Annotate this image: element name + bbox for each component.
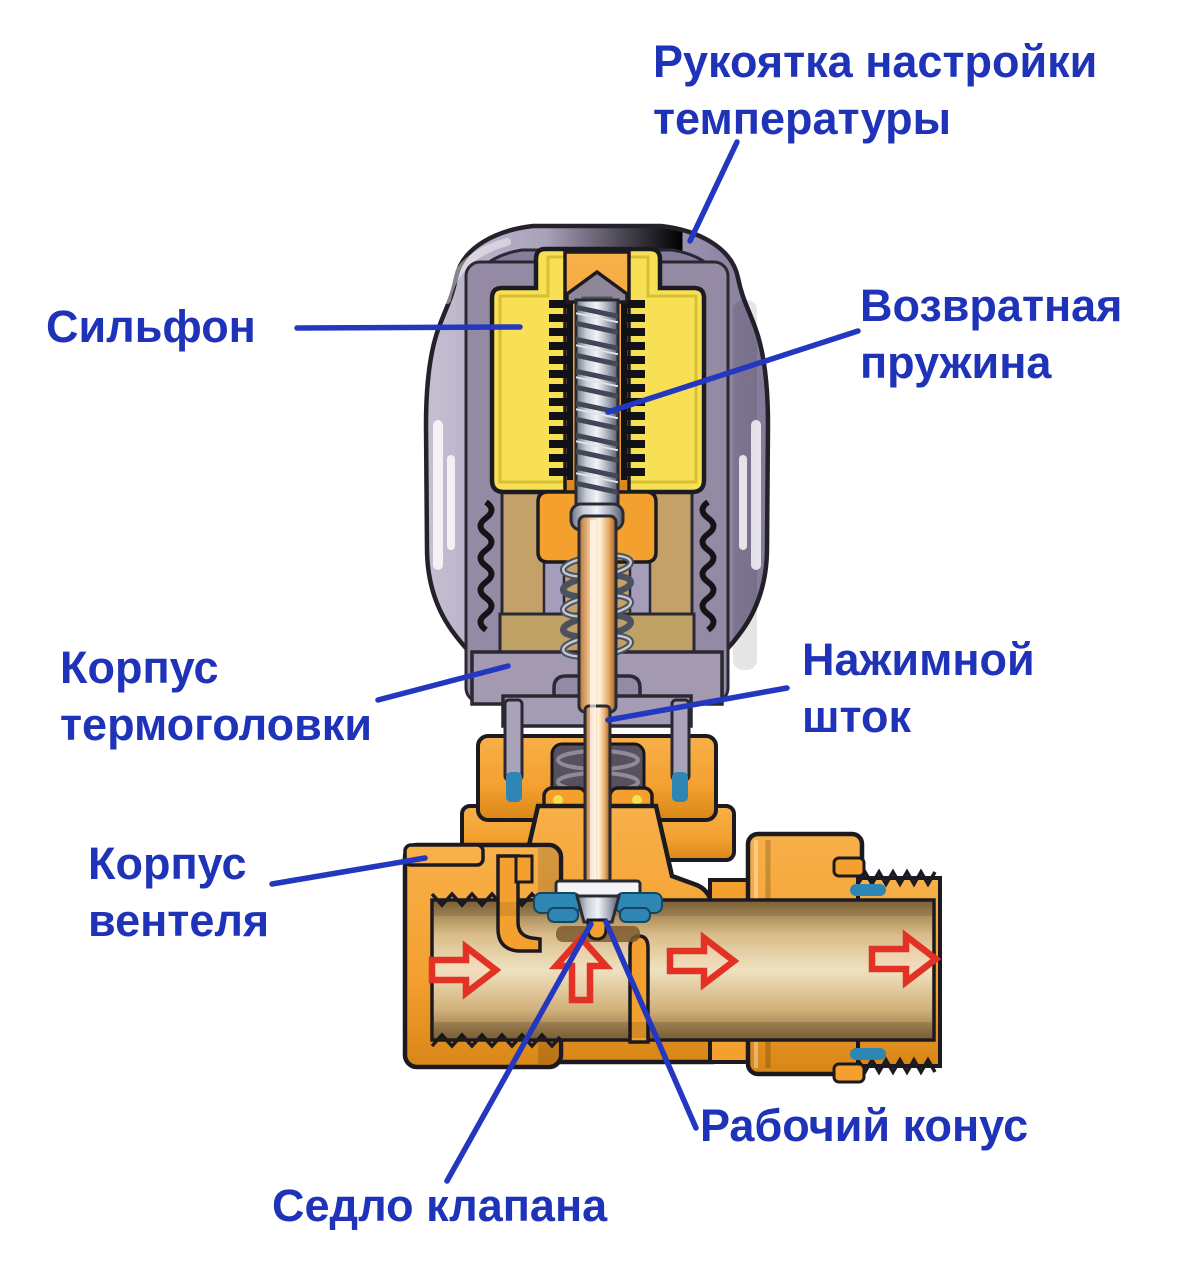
working-cone-body [575,894,621,924]
label-push-stem: Нажимной шток [802,634,1035,742]
label-bellows: Сильфон [46,301,256,352]
leader-lines [269,139,861,1184]
leader-head-body [375,663,511,703]
screw-cap [565,269,629,304]
leader-push-stem [605,685,790,723]
stem-and-cone [533,514,663,942]
outlet-thread-bottom [856,1056,937,1076]
label-return-spring: Возвратная пружина [860,280,1123,388]
seat-wall-left [496,854,542,953]
bore-shadow-bottom [434,1022,932,1038]
leader-temp-handle [687,139,740,244]
head-thread-right [699,499,717,633]
leader-working-cone [603,919,699,1131]
head-thread-left [477,499,495,633]
outlet-tab-bottom [832,1062,866,1084]
flow-arrows [428,929,942,1004]
flow-arrow-inlet-right [428,940,502,1000]
bellows-ribs-right [621,298,645,480]
outlet-thread-top [856,868,937,888]
leader-valve-body [269,855,428,887]
label-temperature-handle: Рукоятка настройки температуры [653,36,1098,144]
label-valve-seat: Седло клапана [272,1180,608,1231]
head-shell-highlight [443,238,511,304]
valve-body [402,803,942,1084]
clamp-strap-right [670,698,691,782]
push-stem-shine [590,520,596,908]
head-base-plate [470,650,724,706]
clamp-strap-left [503,698,524,782]
bellows-ribs-left [549,298,573,480]
label-working-cone: Рабочий конус [700,1100,1029,1151]
flow-arrow-mid-right [666,931,740,991]
inlet-thread-bottom [430,1032,562,1049]
outlet-seal-bottom [850,1048,886,1060]
flow-arrow-outlet-right [868,929,942,989]
label-head-body: Корпус термоголовки [60,642,372,750]
label-valve-body: Корпус вентеля [88,838,270,946]
outlet-tab-top [832,856,866,878]
leader-valve-seat [444,921,594,1184]
bellows-block-innerline [498,255,698,484]
leader-return-spring [605,328,861,415]
outlet-seal-top [850,884,886,896]
seat-wall-step [514,854,534,884]
leader-bellows [294,324,523,331]
head-knurl-slots [433,420,761,570]
push-stem-upper [577,514,618,714]
bore-shadow-top [434,902,932,916]
